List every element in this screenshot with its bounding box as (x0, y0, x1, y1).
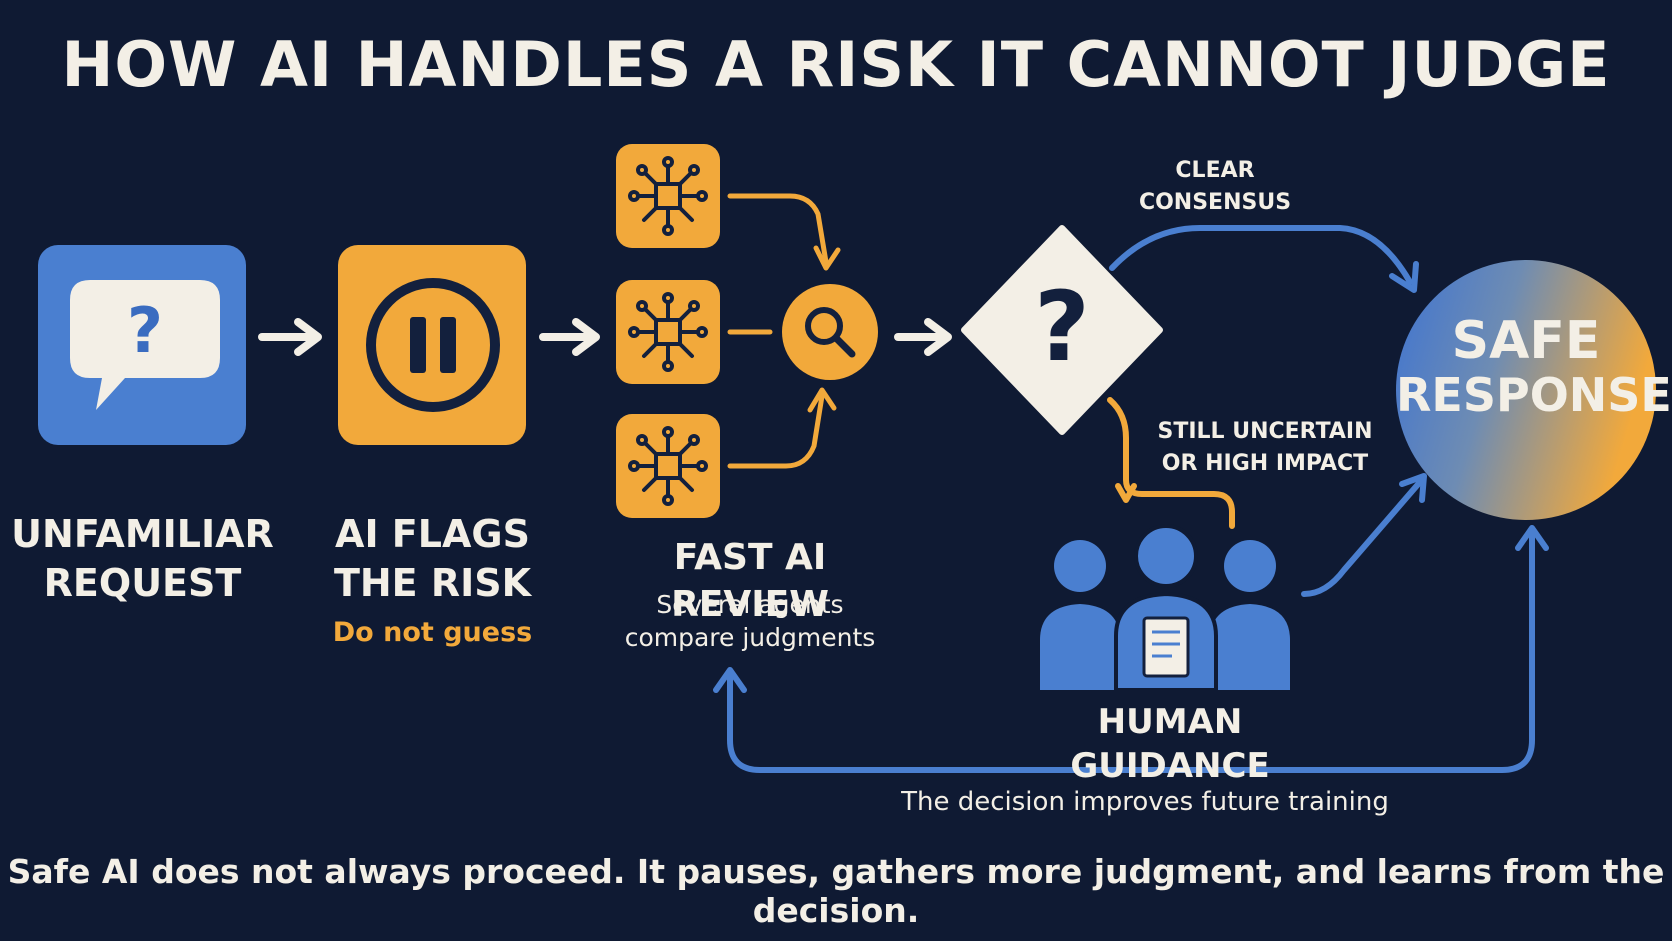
uncertain-label: STILL UNCERTAIN OR HIGH IMPACT (1135, 416, 1395, 480)
review-description-line1: Several agents (656, 590, 844, 619)
human-label: HUMAN GUIDANCE (1070, 702, 1270, 787)
people-group-icon (1040, 524, 1290, 692)
arrow-flag-to-review (539, 318, 600, 356)
flag-label-line1: AI FLAGS (335, 512, 530, 556)
network-chip-icon (628, 426, 708, 506)
uncertain-label-line2: OR HIGH IMPACT (1161, 450, 1369, 476)
feedback-label: The decision improves future training (901, 787, 1389, 817)
arrow-uncertain (1107, 397, 1235, 529)
review-title: FAST AI REVIEW (671, 537, 829, 625)
request-label: UNFAMILIAR REQUEST (10, 510, 275, 609)
feedback-loop-arrow (713, 525, 1549, 773)
svg-text:?: ? (1034, 271, 1090, 383)
review-description: Several agents compare judgments (590, 588, 910, 654)
safe-response-label: SAFE RESPONSE (1396, 311, 1672, 423)
agent-card-middle (616, 280, 720, 384)
question-diamond-icon: ? (961, 225, 1163, 435)
network-chip-icon (628, 156, 708, 236)
agent-card-bottom (616, 414, 720, 518)
flag-label: AI FLAGS THE RISK Do not guess (310, 510, 555, 650)
network-chip-icon (628, 292, 708, 372)
flag-label-line2: THE RISK (333, 561, 532, 606)
footer-message: Safe AI does not always proceed. It paus… (7, 852, 1665, 930)
agent-connectors (727, 193, 841, 469)
speech-bubble-question-icon: ? (70, 280, 220, 410)
flag-card (338, 245, 526, 445)
pause-icon (366, 278, 500, 412)
arrow-request-to-flag (258, 318, 322, 356)
safe-response-line1: SAFE (1451, 311, 1601, 371)
request-label-line1: UNFAMILIAR (11, 512, 274, 556)
consensus-label-line1: CLEAR (1175, 158, 1255, 183)
agent-card-top (616, 144, 720, 248)
flag-note: Do not guess (332, 616, 533, 648)
consensus-label: CLEAR CONSENSUS (1100, 155, 1330, 219)
request-card: ? (38, 245, 246, 445)
safe-response-circle (1396, 260, 1656, 520)
svg-text:?: ? (127, 294, 163, 367)
page-title: HOW AI HANDLES A RISK IT CANNOT JUDGE (61, 28, 1611, 101)
arrow-consensus (1109, 225, 1419, 293)
request-label-line2: REQUEST (43, 561, 242, 606)
safe-response-line2: RESPONSE (1396, 368, 1672, 423)
consensus-label-line2: CONSENSUS (1138, 189, 1292, 215)
uncertain-label-line1: STILL UNCERTAIN (1157, 419, 1373, 444)
magnifier-icon (782, 284, 878, 380)
review-description-line2: compare judgments (624, 623, 876, 652)
arrow-review-to-decision (894, 318, 952, 356)
arrow-human-to-safe (1301, 473, 1427, 597)
